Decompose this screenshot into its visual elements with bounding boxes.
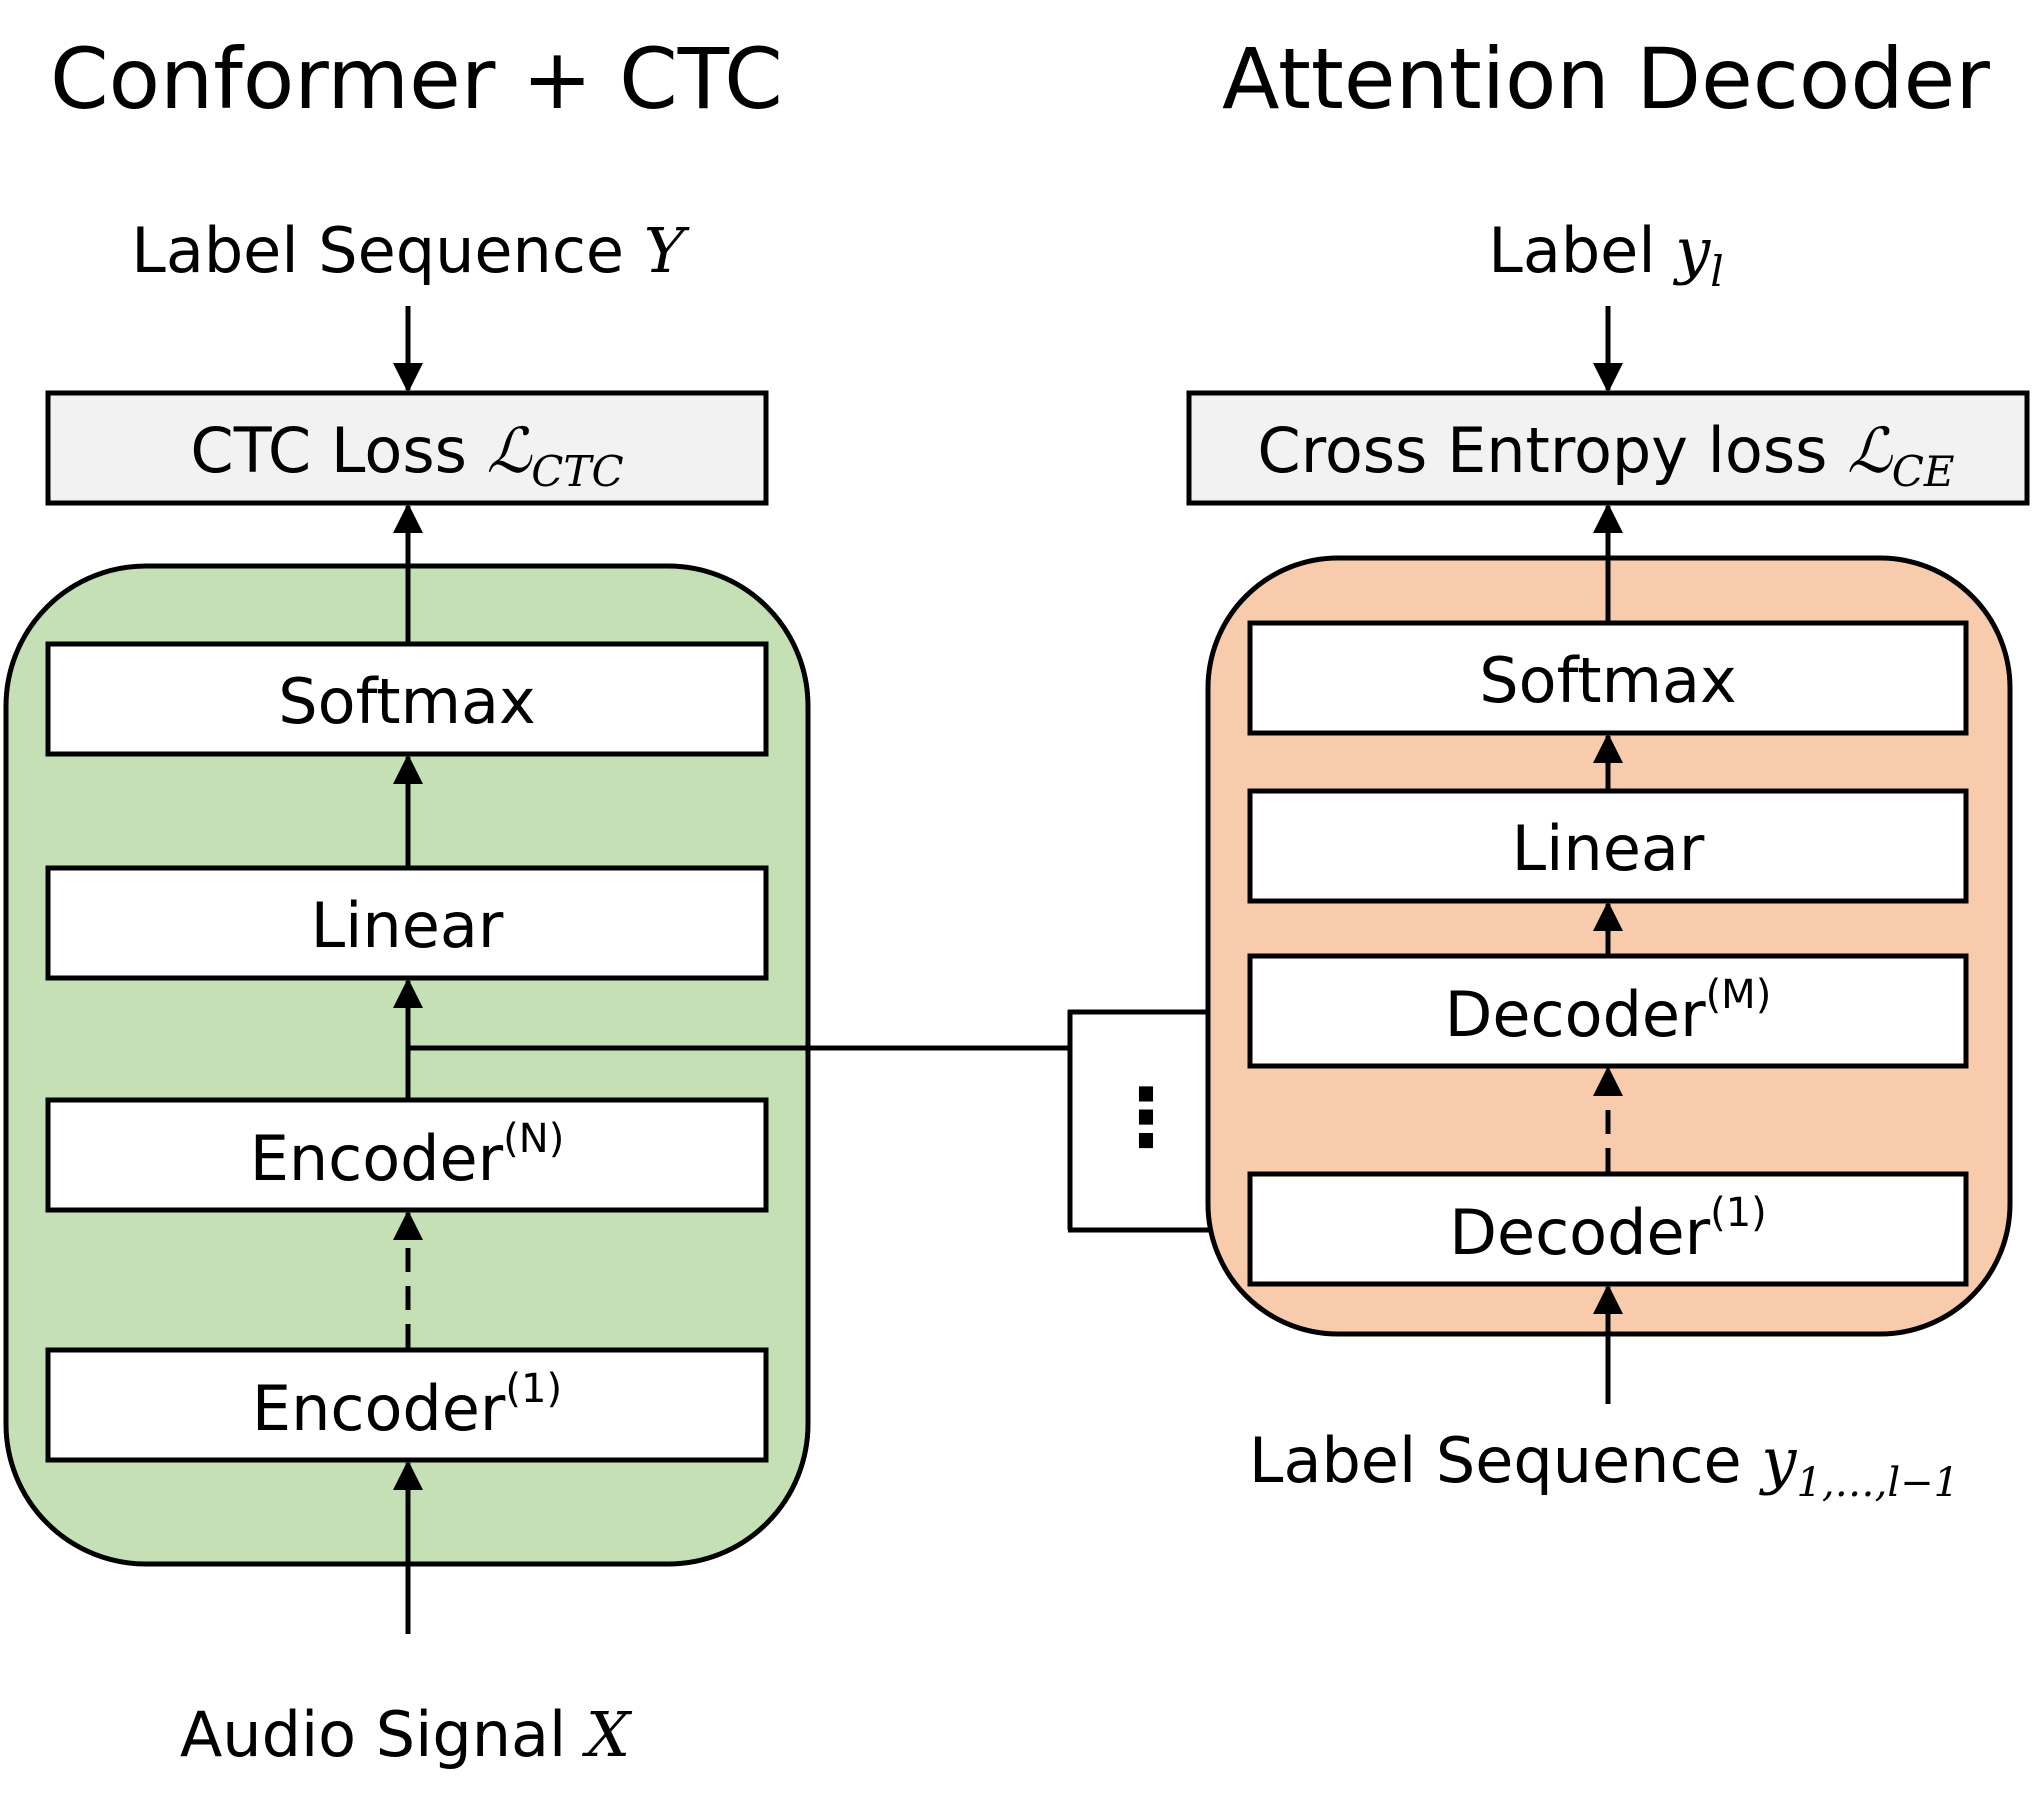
left-linear-label: Linear [311,889,504,962]
decoder-1-block [1247,1171,1969,1287]
right-softmax-label: Softmax [1479,644,1736,717]
right-linear-label: Linear [1512,812,1705,885]
encoder-1-label: Encoder(1) [252,1366,562,1445]
left-title: Conformer + CTC [50,30,783,128]
encoder-decoder-connector: ⋮ [408,997,1251,1245]
ctc-loss-label: CTC Loss ℒCTC [190,414,623,496]
right-input-label: Label Sequence y1,…,l−1 [1249,1424,1959,1506]
encoder-n-block [45,1097,769,1213]
ce-loss-label: Cross Entropy loss ℒCE [1257,414,1954,496]
right-output-label: Label yl [1488,214,1723,296]
encoder-n-label: Encoder(N) [250,1116,565,1195]
right-title: Attention Decoder [1222,30,1990,128]
encoder-1-block [45,1347,769,1463]
right-panel: Label yl Cross Entropy loss ℒCE Softmax … [1186,214,2030,1506]
ce-loss-box [1186,390,2030,506]
left-input-label: Audio Signal X [180,1698,633,1771]
decoder-m-block [1247,953,1969,1069]
decoder-m-label: Decoder(M) [1445,972,1772,1051]
connector-ellipsis: ⋮ [1106,1071,1186,1164]
ctc-loss-box [45,390,769,506]
left-panel: Label Sequence Y CTC Loss ℒCTC Softmax L… [3,214,811,1771]
left-output-label: Label Sequence Y [131,214,690,287]
left-softmax-label: Softmax [278,665,535,738]
left-softmax-block [45,641,769,757]
right-linear-block [1247,788,1969,904]
right-softmax-block [1247,620,1969,736]
decoder-1-label: Decoder(1) [1449,1190,1767,1269]
